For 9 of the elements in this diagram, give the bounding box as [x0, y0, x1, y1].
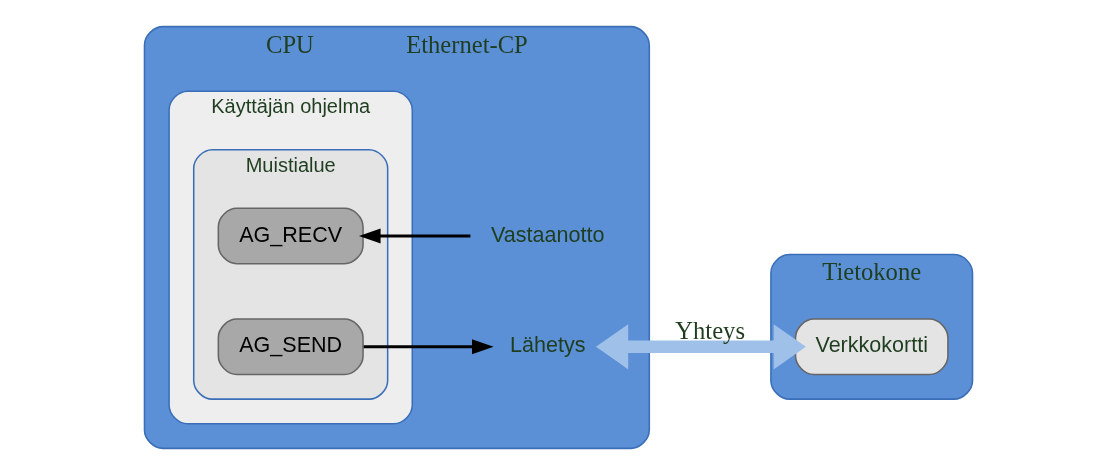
node-box: AG_SEND: [217, 318, 364, 376]
node-text: Vastaanotto: [491, 222, 605, 247]
edge-label: Yhteys: [675, 316, 745, 344]
node-box: Verkkokortti: [794, 318, 949, 376]
arrow: [358, 228, 471, 244]
node-text: Lähetys: [510, 333, 586, 358]
arrow: [595, 324, 806, 370]
node-box: AG_RECV: [217, 207, 364, 265]
arrow: [363, 339, 494, 355]
